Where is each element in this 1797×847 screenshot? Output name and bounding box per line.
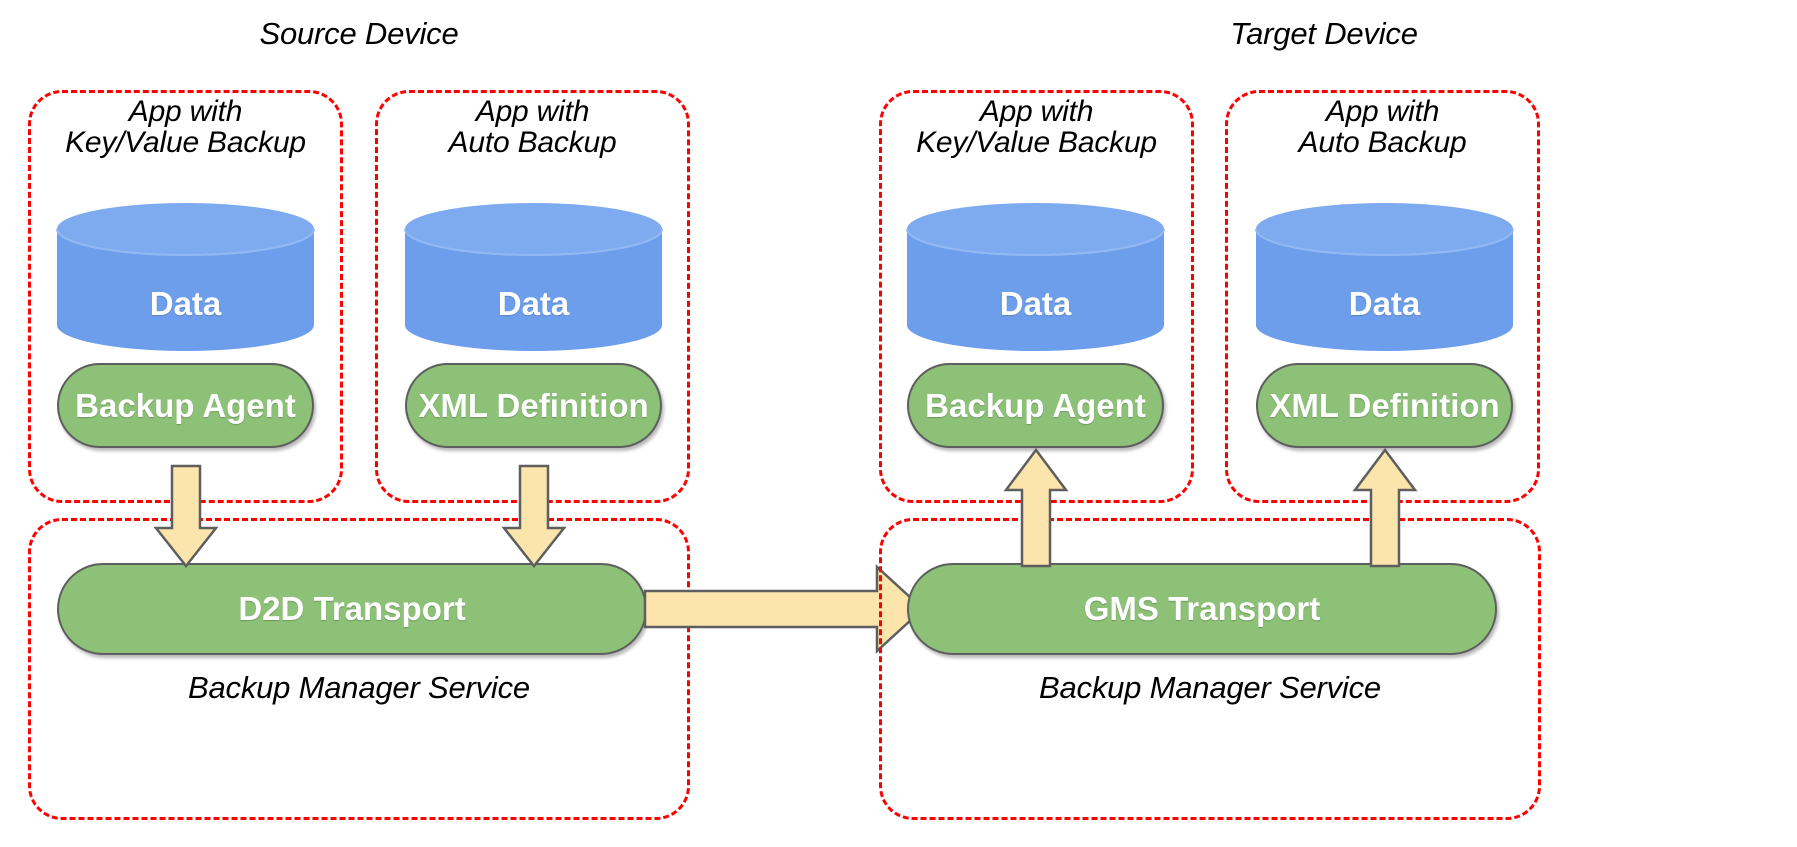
target-app-1-label: App with Key/Value Backup xyxy=(916,95,1157,160)
target-device-title: Target Device xyxy=(1230,16,1418,51)
source-app-2-component-label: XML Definition xyxy=(418,386,649,424)
target-app-2-label: App with Auto Backup xyxy=(1298,95,1467,160)
source-transport-label: D2D Transport xyxy=(238,590,466,627)
target-app-2-component-xml-definition[interactable]: XML Definition xyxy=(1256,363,1513,448)
source-app-1-component-label: Backup Agent xyxy=(75,386,296,424)
source-app-2-label: App with Auto Backup xyxy=(448,95,617,160)
arrow-gms-to-xml-definition-icon xyxy=(1352,447,1418,568)
source-app-1-label: App with Key/Value Backup xyxy=(65,95,306,160)
target-app-2-data-cylinder: Data xyxy=(1255,203,1514,351)
source-app-1-component-backup-agent[interactable]: Backup Agent xyxy=(57,363,314,448)
target-backup-manager-service-container xyxy=(879,518,1541,820)
target-transport-gms[interactable]: GMS Transport xyxy=(907,563,1497,655)
target-app-1-component-label: Backup Agent xyxy=(925,386,1146,424)
target-app-1-data-cylinder: Data xyxy=(906,203,1165,351)
source-app-2-data-cylinder: Data xyxy=(404,203,663,351)
target-app-2-component-label: XML Definition xyxy=(1269,386,1500,424)
source-app-2-component-xml-definition[interactable]: XML Definition xyxy=(405,363,662,448)
target-service-label: Backup Manager Service xyxy=(1039,670,1381,705)
source-device-title: Source Device xyxy=(259,16,459,51)
source-backup-manager-service-container xyxy=(28,518,690,820)
arrow-d2d-to-gms-icon xyxy=(643,564,925,654)
source-app-1-data-cylinder: Data xyxy=(56,203,315,351)
arrow-gms-to-backup-agent-icon xyxy=(1003,447,1069,568)
arrow-backup-agent-to-d2d-icon xyxy=(153,464,219,569)
source-transport-d2d[interactable]: D2D Transport xyxy=(57,563,647,655)
target-transport-label: GMS Transport xyxy=(1083,590,1321,627)
source-service-label: Backup Manager Service xyxy=(188,670,530,705)
arrow-xml-definition-to-d2d-icon xyxy=(501,464,567,569)
target-app-1-component-backup-agent[interactable]: Backup Agent xyxy=(907,363,1164,448)
